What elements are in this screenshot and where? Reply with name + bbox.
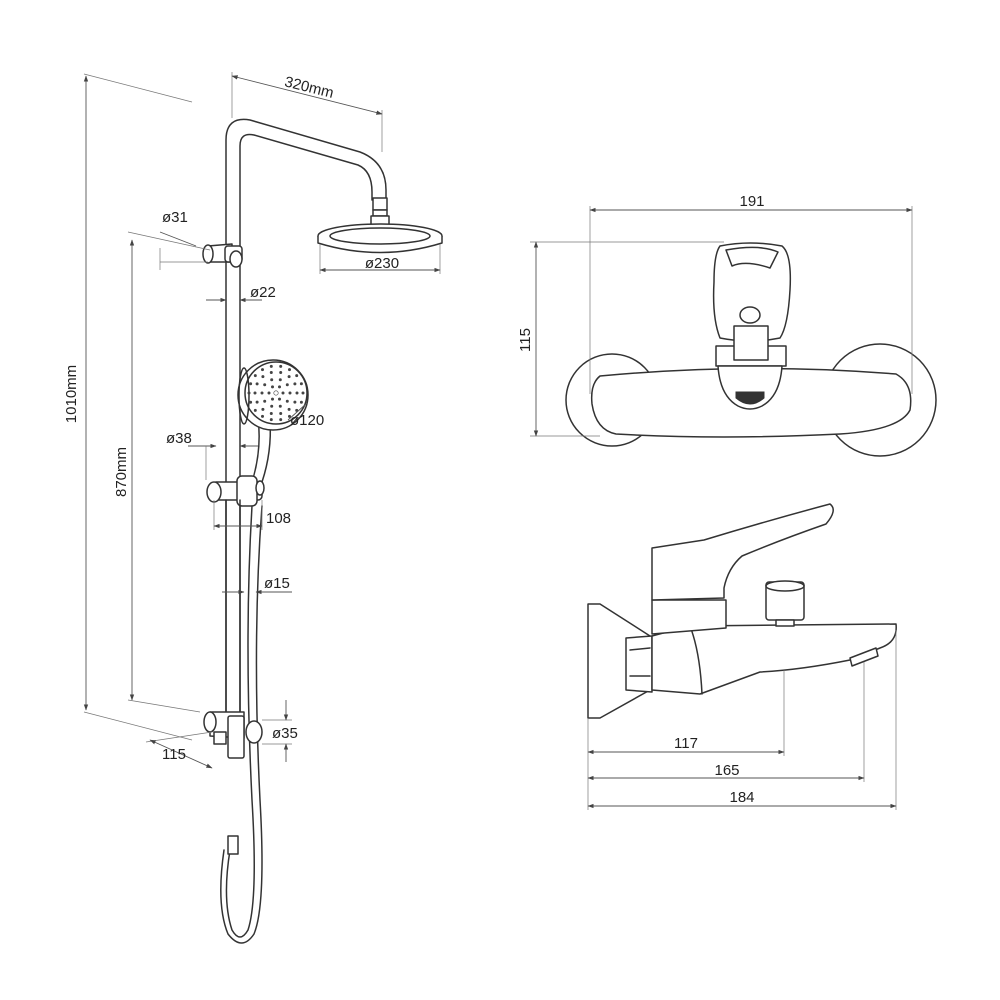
nozzle-dot bbox=[299, 400, 303, 404]
nozzle-dot bbox=[270, 378, 274, 382]
nozzle-dot bbox=[279, 370, 283, 374]
upper-wall-bracket bbox=[202, 243, 243, 268]
nozzle-dot bbox=[249, 382, 253, 386]
nozzle-dot bbox=[253, 408, 257, 412]
nozzle-dot bbox=[295, 391, 299, 395]
label-front-height: 115 bbox=[517, 328, 534, 352]
side-view-dimensions: 117 165 184 bbox=[587, 630, 897, 810]
nozzle-dot bbox=[287, 407, 291, 411]
mixer-dot bbox=[739, 306, 761, 324]
label-spout-distance: 165 bbox=[714, 762, 739, 779]
nozzle-dot bbox=[293, 400, 297, 404]
nozzle-dot bbox=[247, 391, 251, 395]
mixer-front-view bbox=[565, 242, 937, 457]
nozzle-dot bbox=[278, 404, 282, 408]
hex-nut bbox=[625, 635, 653, 693]
nozzle-dot bbox=[255, 400, 259, 404]
nozzle-dot bbox=[295, 374, 299, 378]
arm-connector bbox=[372, 197, 388, 211]
nozzle-dot bbox=[281, 391, 285, 395]
shower-hose-inner bbox=[220, 505, 263, 944]
nozzle-dot bbox=[287, 368, 291, 372]
nozzle-dot bbox=[269, 411, 273, 415]
label-front-width: 191 bbox=[739, 193, 764, 210]
nozzle-dot bbox=[285, 383, 289, 387]
nozzle-dot bbox=[269, 364, 273, 368]
label-holder-offset: 108 bbox=[266, 510, 291, 527]
nozzle-dot bbox=[253, 374, 257, 378]
nozzle-dot bbox=[270, 385, 274, 389]
front-view-dimensions: 191 115 bbox=[517, 193, 913, 437]
nozzle-dot bbox=[261, 407, 265, 411]
nozzle-dot bbox=[293, 382, 297, 386]
shower-column-dimensions bbox=[83, 72, 441, 769]
nozzle-dot bbox=[273, 390, 279, 396]
nozzle-dot bbox=[277, 385, 281, 389]
shower-column-labels: 1010mm 870mm 320mm ø31 ø230 ø22 ø120 ø38… bbox=[63, 73, 399, 763]
label-bottom-bracket-diameter: ø35 bbox=[272, 725, 298, 742]
label-hand-shower-diameter: ø120 bbox=[290, 412, 324, 429]
hand-shower-nozzles bbox=[247, 364, 305, 422]
nozzle-dot bbox=[267, 391, 271, 395]
nozzle-dot bbox=[269, 370, 273, 374]
nozzle-dot bbox=[285, 399, 289, 403]
mixer-lever-front bbox=[712, 242, 792, 342]
hose-connector bbox=[227, 835, 239, 855]
nozzle-dot bbox=[253, 391, 257, 395]
mixer-side-view bbox=[587, 503, 897, 719]
label-hose-diameter: ø15 bbox=[264, 575, 290, 592]
slider-holder bbox=[206, 475, 265, 507]
nozzle-dot bbox=[277, 397, 281, 401]
nozzle-dot bbox=[263, 383, 267, 387]
nozzle-dot bbox=[288, 391, 292, 395]
nozzle-dot bbox=[255, 382, 259, 386]
mixer-outlet-front bbox=[717, 365, 783, 410]
nozzle-dot bbox=[260, 414, 264, 418]
nozzle-dot bbox=[261, 375, 265, 379]
label-total-height: 1010mm bbox=[63, 365, 80, 423]
hand-shower bbox=[237, 359, 309, 483]
mixer-lever-side bbox=[651, 503, 834, 601]
nozzle-dot bbox=[270, 397, 274, 401]
nozzle-dot bbox=[295, 408, 299, 412]
shower-column-drawing bbox=[202, 118, 443, 944]
label-pipe-diameter: ø22 bbox=[250, 284, 276, 301]
nozzle-dot bbox=[287, 414, 291, 418]
nozzle-dot bbox=[278, 378, 282, 382]
shower-arm-pipe bbox=[225, 118, 387, 721]
cartridge-housing bbox=[651, 599, 727, 635]
label-bar-height: 870mm bbox=[113, 447, 130, 497]
dim-line-320 bbox=[231, 75, 383, 115]
nozzle-dot bbox=[249, 400, 253, 404]
nozzle-dot bbox=[279, 418, 283, 422]
nozzle-dot bbox=[260, 368, 264, 372]
overhead-shower-head bbox=[317, 223, 443, 254]
label-total-depth: 184 bbox=[729, 789, 754, 806]
diverter-knob-front bbox=[733, 325, 769, 361]
diverter-base bbox=[775, 619, 795, 627]
nozzle-dot bbox=[279, 411, 283, 415]
shower-arm-pipe-inner bbox=[239, 133, 373, 721]
lower-bar bbox=[225, 499, 241, 721]
label-overhead-diameter: ø230 bbox=[365, 255, 399, 272]
label-arm-reach: 320mm bbox=[283, 73, 336, 102]
nozzle-dot bbox=[299, 382, 303, 386]
nozzle-dot bbox=[263, 399, 267, 403]
aerator-front bbox=[735, 391, 765, 405]
nozzle-dot bbox=[269, 418, 273, 422]
shower-hose bbox=[225, 505, 255, 938]
arm-connector-nut bbox=[372, 209, 388, 217]
lower-wall-bracket bbox=[203, 711, 263, 759]
nozzle-dot bbox=[270, 404, 274, 408]
nozzle-dot bbox=[279, 364, 283, 368]
nozzle-dot bbox=[301, 391, 305, 395]
nozzle-dot bbox=[260, 391, 264, 395]
label-bracket-diameter: ø31 bbox=[162, 209, 188, 226]
label-wall-distance: 115 bbox=[162, 746, 186, 763]
aerator-side bbox=[849, 647, 879, 667]
nozzle-dot bbox=[287, 375, 291, 379]
label-outlet-distance: 117 bbox=[674, 735, 698, 752]
label-lower-pipe-diameter: ø38 bbox=[166, 430, 192, 447]
